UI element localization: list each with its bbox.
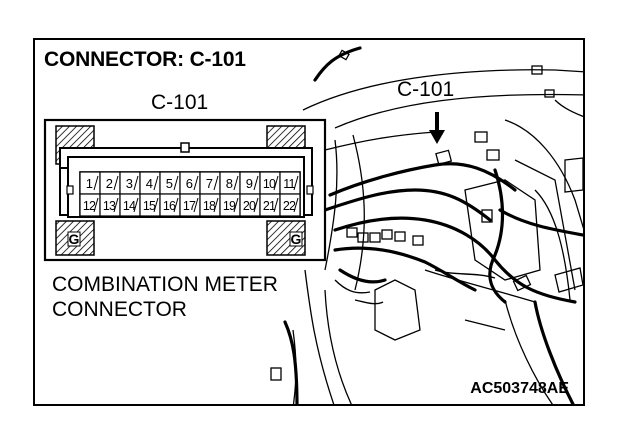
pin-latch-mark <box>113 175 119 191</box>
pin-latch-mark <box>153 197 159 213</box>
callout-arrow <box>429 112 445 144</box>
pin-latch-mark <box>93 197 99 213</box>
figure-id: AC503748AE <box>470 380 569 397</box>
pin-number: 17 <box>183 199 196 213</box>
ground-marks: G G <box>67 231 303 247</box>
page-title: CONNECTOR: C-101 <box>44 48 246 71</box>
pin-latch-mark <box>193 197 199 213</box>
caption-line-1: COMBINATION METER <box>52 273 278 296</box>
pin-latch-mark <box>133 197 139 213</box>
pin-latch-mark <box>153 175 159 191</box>
pin-latch-mark <box>233 175 239 191</box>
pin-latch-mark <box>133 175 139 191</box>
pin-number: 13 <box>103 199 116 213</box>
caption-line-2: CONNECTOR <box>52 298 187 321</box>
pin-latch-mark <box>273 197 279 213</box>
pin-latch-mark <box>213 197 219 213</box>
pin-number: 9 <box>246 176 253 191</box>
pin-number: 7 <box>206 176 213 191</box>
dashboard-line-art <box>270 49 583 404</box>
pin-number: 20 <box>243 199 256 213</box>
pin-number: 15 <box>143 199 156 213</box>
pin-number: 6 <box>186 176 193 191</box>
pin-latch-mark <box>233 197 239 213</box>
wiring-harness <box>283 46 583 404</box>
pin-latch-mark <box>173 175 179 191</box>
pin-latch-mark <box>253 197 259 213</box>
pin-number: 11 <box>283 177 295 191</box>
pin-latch-mark <box>173 197 179 213</box>
pin-number: 21 <box>263 199 276 213</box>
pin-latch-mark <box>93 175 99 191</box>
connector-face-label: C-101 <box>151 91 209 114</box>
pin-number: 3 <box>126 176 133 191</box>
pin-number: 18 <box>203 199 216 213</box>
pin-row-bottom: 12 13 14 15 16 17 18 19 20 21 22 <box>79 193 301 217</box>
pin-latch-mark <box>293 175 299 191</box>
connector-location-label: C-101 <box>397 78 455 101</box>
pin-latch-mark <box>253 175 259 191</box>
pin-cell <box>279 193 301 217</box>
pin-latch-mark <box>113 197 119 213</box>
pin-number: 2 <box>106 176 113 191</box>
pin-latch-mark <box>193 175 199 191</box>
pin-number: 12 <box>83 199 96 213</box>
pin-number: 19 <box>223 199 236 213</box>
pin-latch-mark <box>293 197 299 213</box>
ground-mark-left: G <box>69 231 80 247</box>
pin-number: 16 <box>163 199 176 213</box>
pin-number: 5 <box>166 176 173 191</box>
pin-number: 14 <box>123 199 136 213</box>
pin-number: 22 <box>283 199 296 213</box>
pin-number: 1 <box>86 176 93 191</box>
pin-number: 10 <box>263 177 276 191</box>
ground-mark-right: G <box>291 231 302 247</box>
pin-number: 4 <box>146 176 153 191</box>
pin-number: 8 <box>226 176 233 191</box>
pin-latch-mark <box>213 175 219 191</box>
pin-latch-mark <box>273 175 279 191</box>
connector-caption: COMBINATION METER CONNECTOR <box>52 272 278 322</box>
